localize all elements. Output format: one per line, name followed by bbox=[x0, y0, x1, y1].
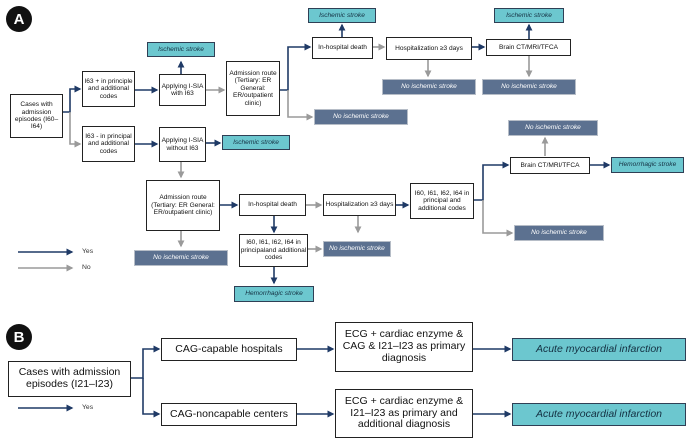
cag-capable-box: CAG-capable hospitals bbox=[161, 338, 297, 361]
arrow-b-cases-to-noncapable bbox=[142, 378, 161, 418]
inhospital-death-top-box: In-hospital death bbox=[312, 37, 373, 59]
apply-isia-with-box: Applying I-SIA with I63 bbox=[159, 74, 206, 106]
codes-low-box: I60, I61, I62, I64 in principaland addit… bbox=[239, 234, 308, 267]
arrow-cases-to-i63-plus bbox=[63, 85, 82, 113]
no-ischemic-stroke-box-7: No ischemic stroke bbox=[134, 250, 228, 266]
no-ischemic-stroke-box-5: No ischemic stroke bbox=[514, 225, 604, 241]
cases-box-mi: Cases with admission episodes (I21–I23) bbox=[8, 361, 131, 397]
panel-b-label: B bbox=[6, 324, 32, 350]
ami-box-bottom: Acute myocardial infarction bbox=[512, 403, 686, 426]
cases-box-stroke: Cases with admission episodes (I60–I64) bbox=[10, 94, 63, 138]
ischemic-stroke-box-2: Ischemic stroke bbox=[222, 135, 290, 150]
legend-b-yes-label: Yes bbox=[82, 404, 94, 411]
apply-isia-without-box: Applying I-SIA without I63 bbox=[159, 127, 206, 162]
ischemic-stroke-box-1: Ischemic stroke bbox=[147, 42, 215, 57]
hospitalization-top-box: Hospitalization ≥3 days bbox=[386, 37, 472, 60]
hemorrhagic-stroke-box-1: Hemorrhagic stroke bbox=[611, 157, 684, 173]
admission-route-lower-box: Admission route (Tertiary: ER General: E… bbox=[146, 180, 220, 231]
brain-imaging-top-box: Brain CT/MRI/TFCA bbox=[486, 39, 571, 56]
no-ischemic-stroke-box-2: No ischemic stroke bbox=[382, 79, 476, 95]
hemorrhagic-stroke-box-2: Hemorrhagic stroke bbox=[234, 286, 314, 302]
hospitalization-mid-box: Hospitalization ≥3 days bbox=[323, 194, 396, 216]
ami-box-top: Acute myocardial infarction bbox=[512, 338, 686, 361]
arrow-cases-to-i63-minus bbox=[69, 112, 82, 148]
i63-minus-box: I63 - in principal and additional codes bbox=[82, 126, 135, 162]
criteria-additional-box: ECG + cardiac enzyme & I21–I23 as primar… bbox=[335, 389, 473, 438]
ischemic-stroke-box-4: Ischemic stroke bbox=[494, 8, 564, 23]
no-ischemic-stroke-box-6: No ischemic stroke bbox=[323, 241, 391, 257]
admission-route-top-box: Admission route (Tertiary: ER General: E… bbox=[226, 61, 280, 116]
panel-a-label: A bbox=[6, 6, 32, 32]
cag-noncapable-box: CAG-noncapable centers bbox=[161, 403, 297, 426]
arrow-admission-to-no-ischemic bbox=[287, 90, 314, 121]
legend-no-label: No bbox=[82, 264, 91, 271]
ischemic-stroke-box-3: Ischemic stroke bbox=[308, 8, 376, 23]
no-ischemic-stroke-box-4: No ischemic stroke bbox=[508, 120, 598, 136]
criteria-primary-box: ECG + cardiac enzyme & CAG & I21–I23 as … bbox=[335, 322, 473, 372]
codes-mid-box: I60, I61, I62, I64 in principal and addi… bbox=[410, 183, 474, 219]
arrow-admission-to-death-top bbox=[280, 43, 312, 91]
no-ischemic-stroke-box-1: No ischemic stroke bbox=[314, 109, 408, 125]
brain-imaging-mid-box: Brain CT/MRI/TFCA bbox=[510, 157, 590, 174]
arrow-codes-mid-to-no-ischemic bbox=[482, 200, 514, 237]
i63-plus-box: I63 + in principle and additional codes bbox=[82, 71, 135, 107]
legend-yes-label: Yes bbox=[82, 248, 94, 255]
arrow-b-cases-to-capable bbox=[131, 345, 161, 379]
inhospital-death-mid-box: In-hospital death bbox=[239, 194, 306, 216]
no-ischemic-stroke-box-3: No ischemic stroke bbox=[482, 79, 576, 95]
arrow-codes-mid-to-brain-mid bbox=[474, 161, 510, 201]
